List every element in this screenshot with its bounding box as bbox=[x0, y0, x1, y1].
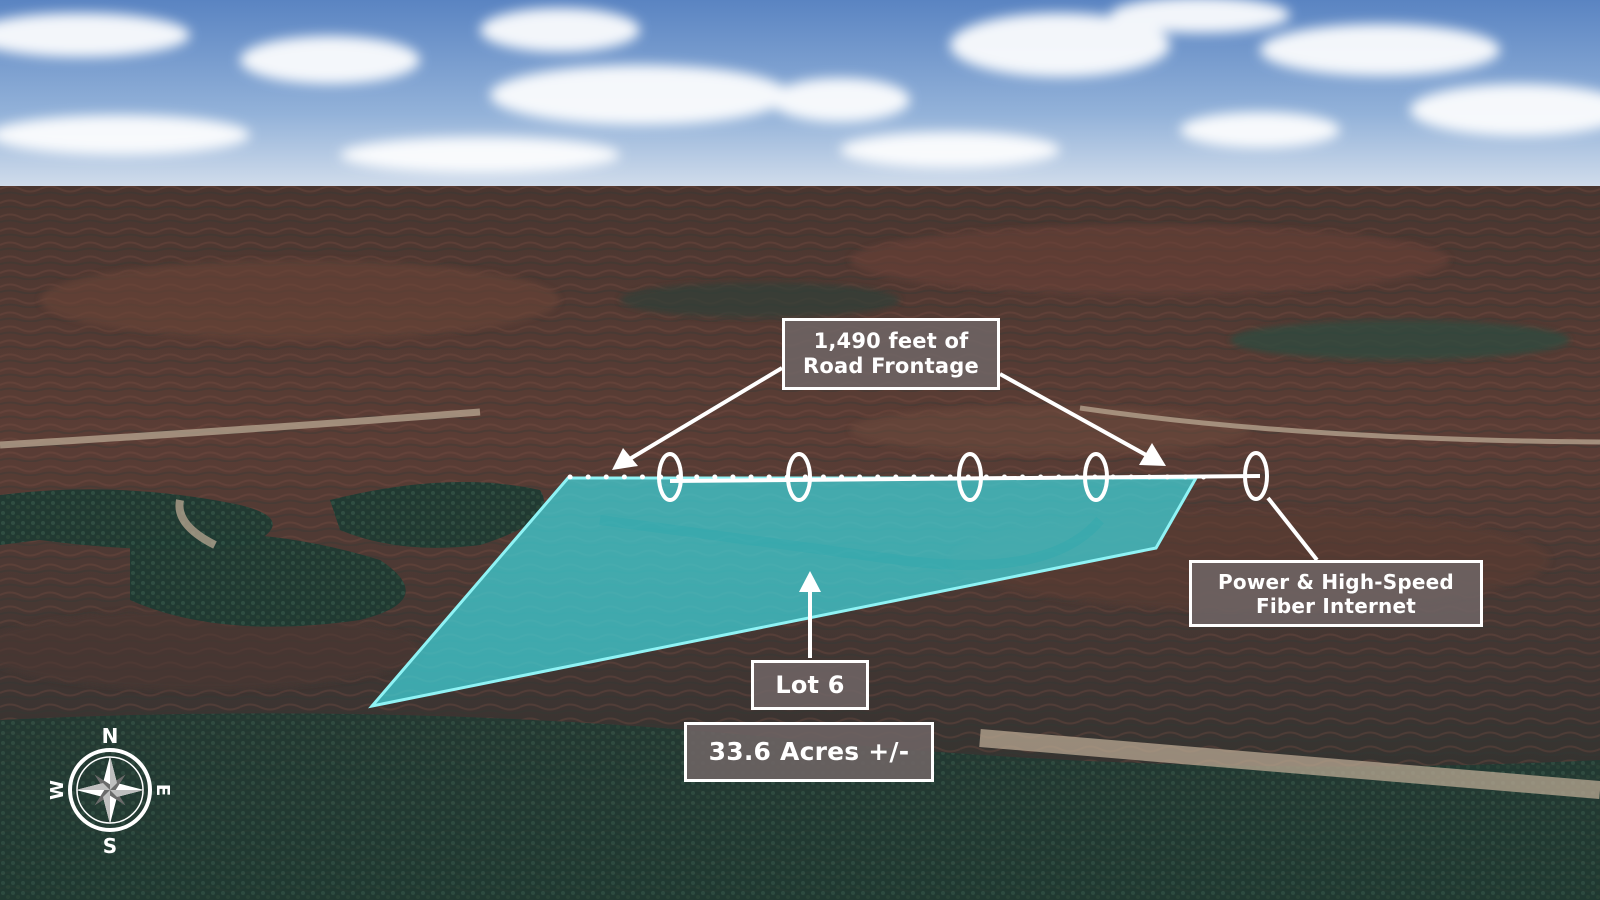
utility-marker bbox=[1083, 452, 1109, 502]
frontage-arrow-right bbox=[999, 372, 1149, 458]
utilities-label: Power & High-Speed Fiber Internet bbox=[1189, 560, 1483, 627]
lot-name-label: Lot 6 bbox=[751, 660, 869, 710]
lot-arrowhead bbox=[799, 571, 821, 592]
utility-marker bbox=[957, 452, 983, 502]
utility-poles bbox=[657, 451, 1269, 502]
utility-line bbox=[669, 474, 1261, 483]
road-frontage-line2: Road Frontage bbox=[803, 354, 979, 378]
road-frontage-line1: 1,490 feet of bbox=[813, 328, 969, 353]
frontage-arrowhead-right bbox=[1139, 443, 1166, 466]
forest-patches bbox=[0, 482, 1600, 900]
frontage-arrow-left bbox=[626, 366, 784, 462]
compass-rose: N S E W bbox=[47, 724, 173, 858]
lot-name: Lot 6 bbox=[775, 670, 845, 699]
compass-east: E bbox=[152, 784, 173, 796]
utility-pointer bbox=[1266, 496, 1319, 562]
road-frontage-label: 1,490 feet of Road Frontage bbox=[782, 318, 1000, 390]
lot-area: 33.6 Acres +/- bbox=[708, 737, 910, 766]
lot-area-label: 33.6 Acres +/- bbox=[684, 722, 934, 782]
annotation-arrows bbox=[612, 366, 1319, 658]
utilities-line2: Fiber Internet bbox=[1255, 593, 1417, 618]
compass-north: N bbox=[102, 724, 119, 748]
utilities-line1: Power & High-Speed bbox=[1218, 569, 1454, 594]
utility-marker bbox=[657, 452, 683, 502]
roads bbox=[0, 405, 1600, 799]
utility-marker bbox=[786, 452, 812, 502]
utility-marker bbox=[1243, 451, 1269, 501]
compass-south: S bbox=[103, 834, 117, 858]
frontage-arrowhead-left bbox=[612, 448, 638, 470]
clouds bbox=[0, 0, 1600, 173]
compass-west: W bbox=[47, 780, 68, 800]
